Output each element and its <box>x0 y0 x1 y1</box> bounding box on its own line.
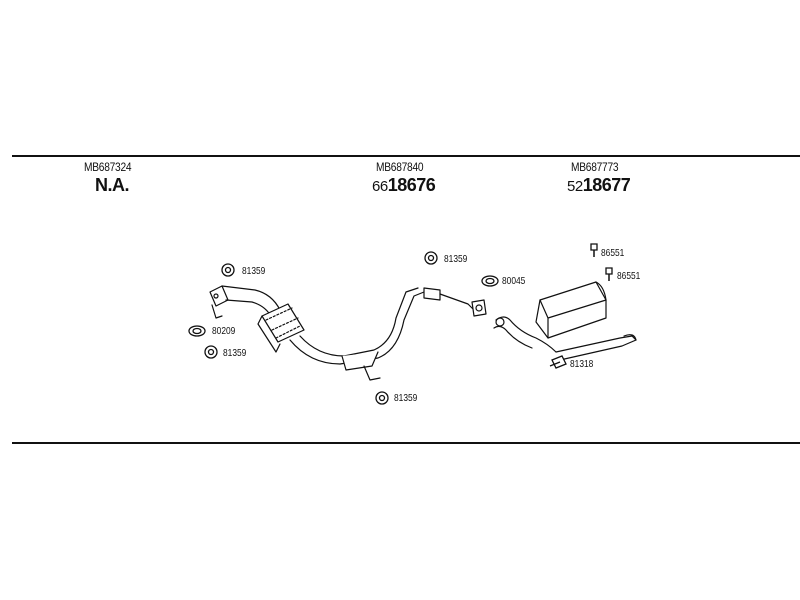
nut-icon-3 <box>375 391 389 405</box>
bottom-rule <box>12 442 800 444</box>
callout-label-1: 81359 <box>242 265 266 277</box>
part-number-3: MB687773 <box>571 160 619 174</box>
part-code-2-value: 18676 <box>387 175 436 195</box>
part-code-3-value: 18677 <box>582 175 631 195</box>
part-number-2: MB687840 <box>376 160 424 174</box>
callout-label-6: 80045 <box>502 275 526 287</box>
nut-icon-4 <box>424 251 438 265</box>
callout-label-7: 86551 <box>601 247 625 259</box>
gasket-icon-2 <box>481 275 499 287</box>
part-code-1-value: N.A. <box>95 175 130 195</box>
nut-icon-2 <box>204 345 218 359</box>
callout-label-3: 81359 <box>223 347 247 359</box>
part-code-2: 6618676 <box>372 175 436 196</box>
bolt-icon-2 <box>605 267 613 281</box>
callout-label-8: 86551 <box>617 270 641 282</box>
callout-label-4: 81359 <box>394 392 418 404</box>
top-rule <box>12 155 800 157</box>
part-code-3-prefix: 52 <box>567 178 583 195</box>
rubber-hanger-icon <box>549 355 567 369</box>
part-code-3: 5218677 <box>567 175 631 196</box>
part-code-2-prefix: 66 <box>372 178 388 195</box>
gasket-icon-1 <box>188 325 206 337</box>
rear-muffler <box>493 281 637 361</box>
callout-label-2: 80209 <box>212 325 236 337</box>
callout-label-9: 81318 <box>570 358 594 370</box>
gasket <box>471 299 487 317</box>
part-number-1: MB687324 <box>84 160 132 174</box>
callout-label-5: 81359 <box>444 253 468 265</box>
nut-icon-1 <box>221 263 235 277</box>
part-code-1: N.A. <box>95 175 130 196</box>
front-pipe <box>209 285 281 319</box>
catalytic-converter <box>257 303 305 353</box>
center-pipe <box>289 287 477 381</box>
bolt-icon-1 <box>590 243 598 257</box>
